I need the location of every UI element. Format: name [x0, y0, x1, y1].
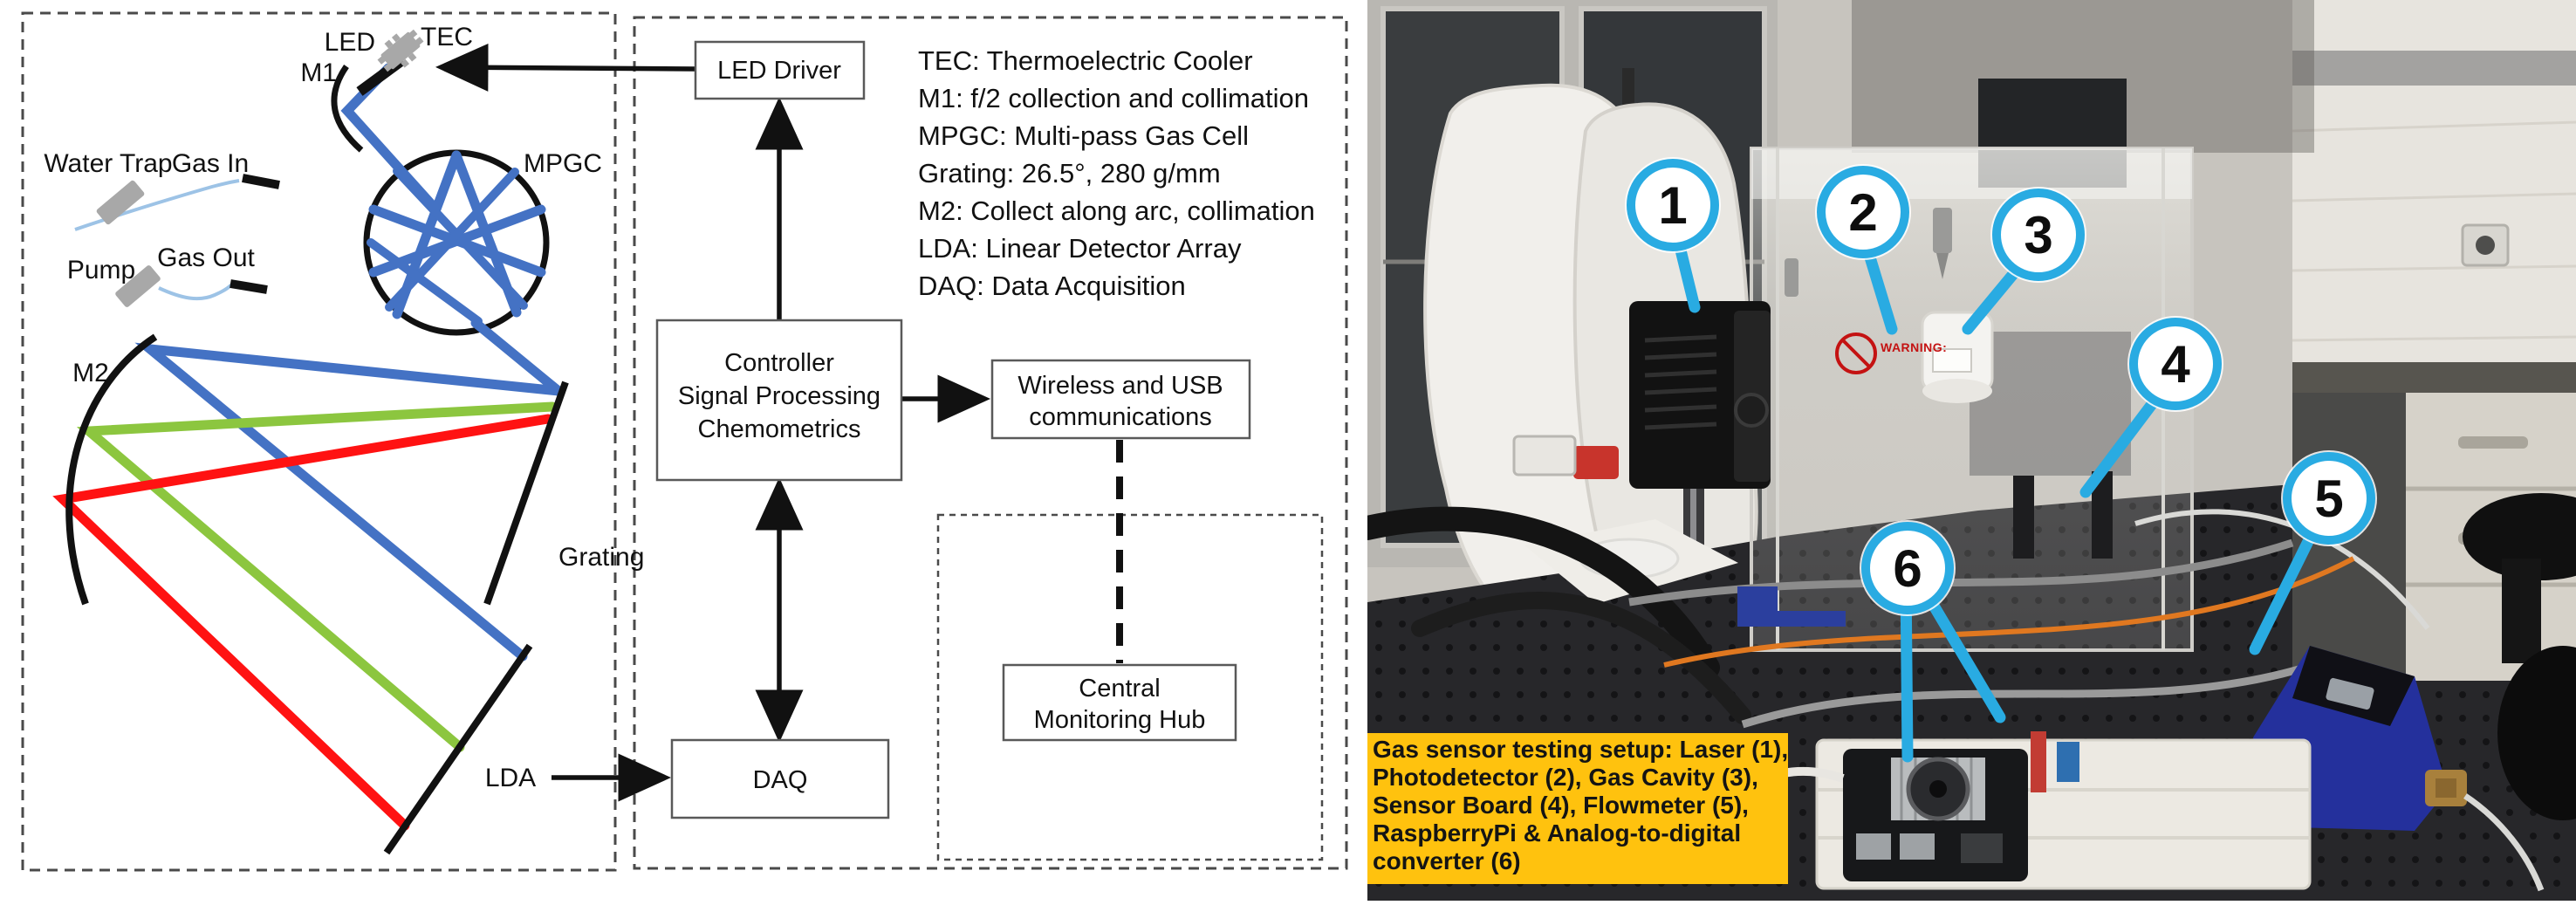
- gas-out-port: [230, 279, 268, 294]
- wireless-usb-box: [990, 359, 1251, 440]
- controller-box-line3: Chemometrics: [698, 415, 861, 443]
- controller-box: [655, 319, 903, 482]
- legend: TEC: Thermoelectric Cooler M1: f/2 colle…: [918, 45, 1315, 301]
- warning-sticker-label: WARNING:: [1881, 340, 1948, 354]
- m2-mirror-arc: [65, 333, 158, 606]
- photodetector: [1921, 311, 1994, 403]
- beam-blue: [134, 342, 564, 662]
- caption-line-2: Photodetector (2), Gas Cavity (3),: [1373, 764, 1758, 791]
- beam-green: [76, 401, 558, 752]
- block-diagram: LED Driver Controller Signal Processing …: [435, 40, 1251, 819]
- wireless-usb-line1: Wireless and USB: [1017, 372, 1223, 400]
- blue-bracket: [1737, 586, 1846, 627]
- remote-hub-dotted-box: [936, 513, 1324, 861]
- controller-box-line2: Signal Processing: [678, 382, 880, 410]
- callout-3-gas-cavity: 3: [1992, 189, 2085, 281]
- pump-icon: [115, 265, 161, 307]
- mpgc-multipass-beams: [367, 150, 546, 326]
- mpgc-label: MPGC: [524, 149, 602, 178]
- gray-cable-2: [1741, 659, 2320, 729]
- no-alcohol-icon: [1835, 333, 1877, 374]
- led-label: LED: [325, 28, 375, 57]
- callout-1-laser: 1: [1627, 159, 1719, 251]
- small-white-box: [1512, 435, 1577, 476]
- callout-6-raspberrypi-adc: 6: [1861, 522, 1954, 614]
- chamber-latch: [1785, 208, 1952, 297]
- tec-label: TEC: [421, 23, 473, 51]
- central-hub-line2: Monitoring Hub: [1034, 706, 1206, 734]
- grating-line: [483, 381, 569, 606]
- water-trap-label: Water Trap: [44, 149, 172, 178]
- lda-label: LDA: [485, 764, 536, 792]
- controller-box-line1: Controller: [724, 349, 834, 377]
- desk-chair: [2463, 493, 2576, 820]
- caption-line-5: converter (6): [1373, 847, 1521, 874]
- optical-layout: LED TEC M1 Water Trap Gas In MPGC Gas Ou…: [44, 23, 644, 855]
- schematic-svg: LED TEC M1 Water Trap Gas In MPGC Gas Ou…: [21, 11, 1348, 872]
- caption-line-1: Gas sensor testing setup: Laser (1),: [1373, 736, 1789, 763]
- braided-cable-bundle: [1367, 506, 1720, 680]
- chamber-interior-equipment: [1970, 332, 2131, 476]
- power-outlet-socket: [2476, 236, 2495, 255]
- daq-box-label: DAQ: [753, 766, 808, 794]
- optical-module-dashed-box: [21, 11, 617, 872]
- adc-module: [2031, 731, 2046, 792]
- photo-panel: 1 2 3 4 5 6 WARNING: Gas sensor testing …: [1367, 0, 2576, 901]
- wall-rail: [2292, 51, 2576, 86]
- brick-lines: [2292, 120, 2576, 342]
- caption-line-3: Sensor Board (4), Flowmeter (5),: [1373, 792, 1749, 819]
- m2-label: M2: [72, 359, 109, 387]
- water-trap-icon: [96, 180, 145, 225]
- orange-wire: [1663, 556, 2355, 668]
- gas-in-label: Gas In: [172, 149, 249, 178]
- legend-line-m2: M2: Collect along arc, collimation: [918, 195, 1315, 226]
- legend-line-lda: LDA: Linear Detector Array: [918, 233, 1242, 264]
- gas-in-port: [242, 174, 280, 189]
- photo-caption: Gas sensor testing setup: Laser (1), Pho…: [1367, 733, 1788, 884]
- raspberry-pi: [1843, 749, 2028, 881]
- tec-cooler-icon: [377, 29, 424, 72]
- m1-mirror-arc: [331, 64, 364, 153]
- lda-line: [383, 643, 533, 855]
- central-hub-box: [1002, 663, 1237, 742]
- gas-in-tube: [74, 179, 240, 231]
- central-hub-line1: Central: [1079, 675, 1161, 703]
- beam-red: [52, 414, 553, 831]
- breadboard-area: [1741, 731, 2312, 890]
- legend-line-m1: M1: f/2 collection and collimation: [918, 83, 1309, 113]
- gas-out-label: Gas Out: [157, 243, 255, 272]
- pump-label: Pump: [67, 256, 135, 285]
- caption-line-4: RaspberryPi & Analog-to-digital: [1373, 819, 1742, 847]
- electronics-module-dashed-box: [633, 16, 1348, 870]
- daq-box: [670, 738, 890, 819]
- wireless-usb-line2: communications: [1029, 403, 1212, 431]
- dispersed-beams: [52, 342, 564, 831]
- gas-out-tube: [158, 283, 234, 301]
- led-driver-box-label: LED Driver: [717, 57, 841, 85]
- arrow-leddriver-to-tec: [435, 43, 696, 92]
- grating-label: Grating: [558, 543, 644, 572]
- schematic-panel: LED TEC M1 Water Trap Gas In MPGC Gas Ou…: [21, 11, 1348, 872]
- callout-2-photodetector: 2: [1817, 166, 1909, 258]
- callout-5-flowmeter: 5: [2283, 452, 2375, 545]
- callout-4-sensor-board: 4: [2129, 318, 2222, 410]
- gray-cable: [1628, 538, 2294, 607]
- red-clamp: [1573, 446, 1619, 479]
- m1-label: M1: [300, 58, 337, 87]
- braided-cable-2: [1411, 592, 1751, 724]
- legend-line-tec: TEC: Thermoelectric Cooler: [918, 45, 1253, 76]
- legend-line-mpgc: MPGC: Multi-pass Gas Cell: [918, 120, 1249, 151]
- led-driver-box: [694, 40, 866, 100]
- legend-line-daq: DAQ: Data Acquisition: [918, 271, 1186, 301]
- legend-line-grating: Grating: 26.5°, 280 g/mm: [918, 158, 1221, 189]
